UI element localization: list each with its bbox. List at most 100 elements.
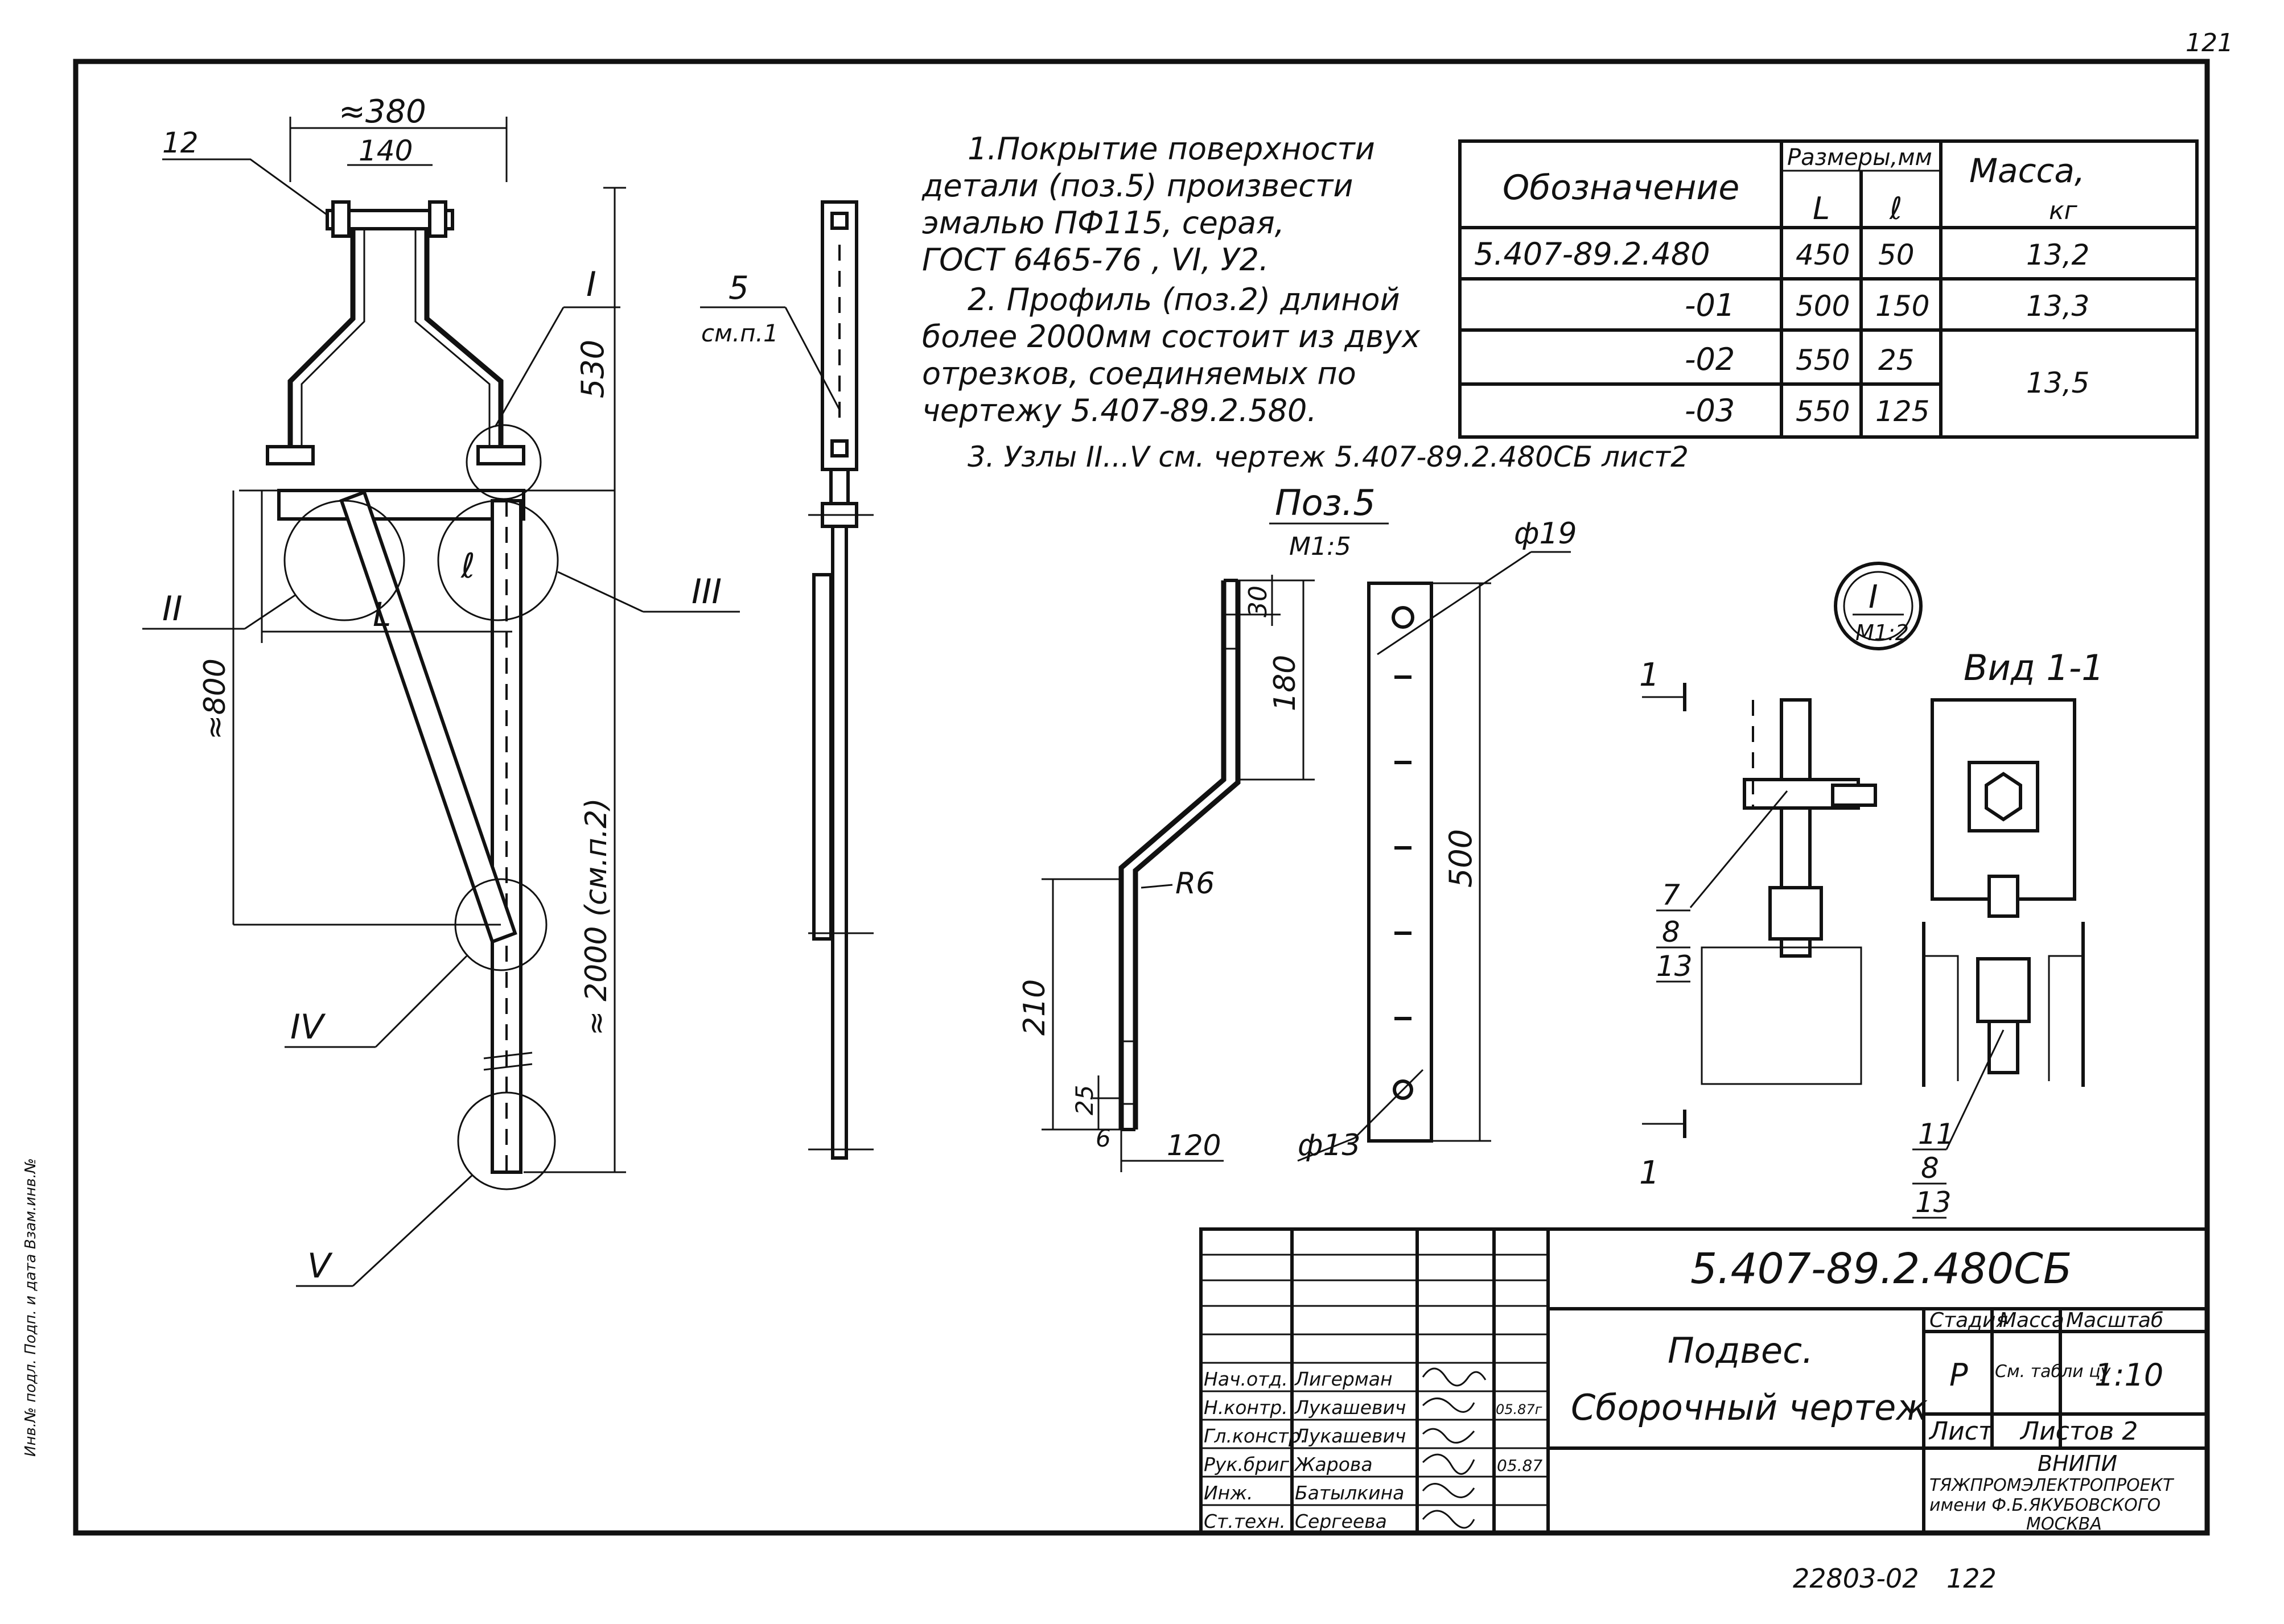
- callout-a-1: 7: [1662, 879, 1680, 912]
- sig-date-3: 05.87: [1497, 1456, 1542, 1475]
- table-row-0-designation: 5.407-89.2.480: [1474, 236, 1710, 272]
- sig-name-0: Лигерман: [1294, 1368, 1393, 1390]
- node-I-callout-circle: [1834, 562, 1923, 650]
- callout-b-2: 8: [1921, 1152, 1939, 1185]
- table-header-l: ℓ: [1889, 191, 1902, 226]
- sheet-label: Лист: [1928, 1417, 1994, 1446]
- table-row-3-l: 125: [1875, 395, 1929, 428]
- node-II-label: II: [162, 589, 182, 629]
- note-line-3: эмалью ПФ115, серая,: [922, 205, 1285, 241]
- signature-scribble-0: [1422, 1367, 1487, 1387]
- pos5-scale: М1:5: [1289, 532, 1351, 561]
- stage-label: Стадия: [1929, 1309, 2008, 1332]
- table-header-mass-unit: кг: [2049, 196, 2078, 225]
- table-row-1-L: 500: [1796, 290, 1850, 323]
- pos-12-label: 12: [162, 126, 199, 159]
- org-line4: МОСКВА: [2026, 1514, 2102, 1534]
- node-detail-scale: М1:2: [1855, 620, 1909, 645]
- sig-name-1: Лукашевич: [1294, 1396, 1406, 1419]
- sig-role-0: Нач.отд.: [1204, 1368, 1288, 1390]
- profile-side: [831, 525, 848, 1160]
- node-III-circle: [437, 500, 559, 621]
- table-row-2-designation: -02: [1685, 341, 1735, 377]
- bent-plate-outer: [1118, 580, 1227, 1130]
- note-line-6: более 2000мм состоит из двух: [922, 319, 1421, 355]
- sig-role-1: Н.контр.: [1204, 1396, 1288, 1419]
- dim-30-label: 30: [1244, 586, 1273, 617]
- table-header-mass: Масса,: [1969, 151, 2085, 190]
- callout-a-2: 8: [1662, 916, 1680, 949]
- dim-2000-label: ≈ 2000 (см.п.2): [579, 798, 614, 1036]
- dim-210-label: 210: [1018, 979, 1052, 1036]
- mass-label: Масса: [1999, 1309, 2064, 1332]
- signature-scribble-5: [1422, 1510, 1475, 1529]
- section-mark-top: 1: [1639, 657, 1660, 694]
- sheets-label: Листов 2: [2019, 1417, 2138, 1446]
- side-view: 5 см.п.1: [700, 200, 874, 1160]
- table-row-2-L: 550: [1796, 344, 1850, 377]
- table-row-1-l: 150: [1875, 290, 1929, 323]
- table-row-1-mass: 13,3: [2026, 290, 2089, 323]
- sig-role-3: Рук.бриг.: [1204, 1453, 1295, 1475]
- callout-b-3: 13: [1915, 1186, 1952, 1219]
- dim-120-label: 120: [1167, 1129, 1221, 1162]
- dim-d19-label: ф19: [1514, 517, 1577, 551]
- dim-530-label: 530: [575, 340, 611, 398]
- node-V-label: V: [307, 1246, 333, 1286]
- dim-500-label: 500: [1443, 829, 1479, 888]
- dim-180-label: 180: [1268, 655, 1302, 711]
- pos5-detail: Поз.5 М1:5 30 180 R6 210 25 6 120: [1018, 482, 1577, 1172]
- callout-b-1: 11: [1918, 1118, 1954, 1151]
- mass-value: См. табли цу: [1995, 1362, 2112, 1382]
- table-row-0-mass: 13,2: [2026, 238, 2089, 271]
- sig-role-5: Ст.техн.: [1204, 1510, 1286, 1532]
- node-V-circle: [457, 1091, 556, 1190]
- table-row-0-L: 450: [1796, 238, 1850, 271]
- doc-name-line2: Сборочный чертеж: [1571, 1387, 1928, 1428]
- sig-name-2: Лукашевич: [1294, 1425, 1406, 1447]
- table-row-2-l: 25: [1878, 344, 1915, 377]
- cross-beam: [277, 489, 525, 521]
- bent-plate-inner: [1133, 580, 1241, 1130]
- note-line-2: детали (поз.5) произвести: [921, 168, 1353, 204]
- note-line-4: ГОСТ 6465-76 , VI, У2.: [922, 242, 1269, 278]
- note-line-9: 3. Узлы II...V см. чертеж 5.407-89.2.480…: [968, 440, 1689, 473]
- sig-name-5: Сергеева: [1295, 1510, 1387, 1532]
- sig-name-3: Жарова: [1294, 1453, 1373, 1475]
- sig-date-1: 05.87г: [1496, 1402, 1542, 1417]
- note-line-7: отрезков, соединяемых по: [922, 356, 1356, 391]
- table-header-sizes: Размеры,мм: [1787, 145, 1932, 171]
- corner-page-number: 121: [2186, 28, 2233, 57]
- doc-name-line1: Подвес.: [1668, 1330, 1813, 1371]
- dim-l-label: ℓ: [460, 546, 475, 586]
- left-margin-stamp: Инв.№ подл. Подп. и дата Взам.инв.№: [22, 1158, 39, 1457]
- callout-a-3: 13: [1656, 950, 1693, 983]
- node-I-label: I: [586, 265, 596, 304]
- section-mark-bottom: 1: [1639, 1155, 1660, 1192]
- node-IV-label: IV: [290, 1007, 326, 1047]
- signature-scribble-3: [1422, 1453, 1475, 1475]
- note-line-8: чертежу 5.407-89.2.580.: [922, 393, 1317, 428]
- node-detail-label: I: [1869, 579, 1878, 616]
- note-line-1: 1.Покрытие поверхности: [968, 131, 1375, 167]
- node-III-label: III: [692, 572, 722, 612]
- pos-5-label: 5: [729, 270, 749, 307]
- size-table: Обозначение Размеры,мм L ℓ Масса, кг 5.4…: [1458, 139, 2199, 439]
- vertical-profile: [491, 499, 522, 1174]
- dim-800-label: ≈800: [198, 658, 232, 740]
- sheet-frame: [73, 59, 2210, 1536]
- doc-code: 5.407-89.2.480СБ: [1690, 1244, 2072, 1293]
- node-II-circle: [283, 500, 405, 621]
- main-view: ≈380 140 12: [142, 93, 740, 1287]
- table-row-1-designation: -01: [1685, 287, 1735, 323]
- signature-scribble-4: [1422, 1483, 1475, 1498]
- dim-R6-label: R6: [1175, 867, 1215, 901]
- dim-6-label: 6: [1096, 1124, 1111, 1152]
- org-line2: ТЯЖПРОМЭЛЕКТРОПРОЕКТ: [1929, 1475, 2175, 1495]
- flat-plate: [1367, 582, 1433, 1143]
- pos5-title: Поз.5: [1275, 482, 1376, 524]
- bottom-doc-number: 22803-02: [1793, 1563, 1919, 1594]
- stage-value: Р: [1949, 1357, 1968, 1393]
- signature-scribble-2: [1422, 1428, 1475, 1444]
